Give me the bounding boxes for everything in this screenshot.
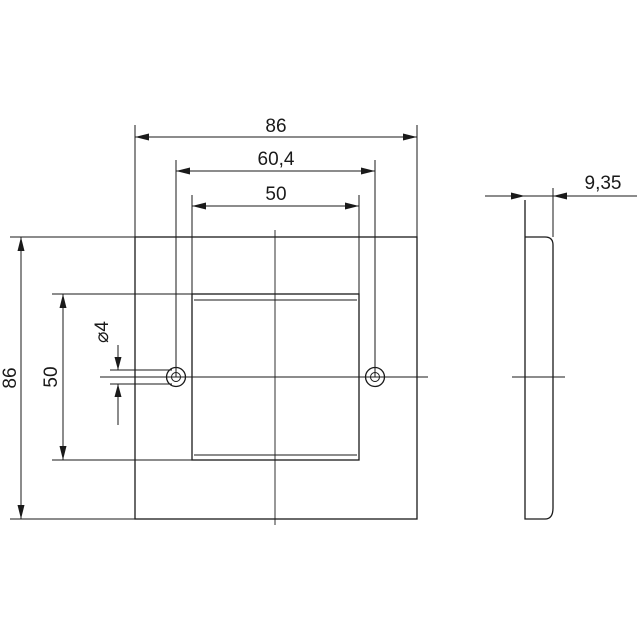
dimension-hole-spacing: 60,4 xyxy=(175,149,376,377)
front-view xyxy=(100,230,428,525)
outer-plate xyxy=(134,236,418,520)
dimension-window-height: 50 xyxy=(41,293,192,461)
label-window-width: 50 xyxy=(265,184,286,205)
dimension-plate-height: 86 xyxy=(0,236,135,520)
side-view xyxy=(512,200,565,520)
label-hole-spacing: 60,4 xyxy=(258,149,295,170)
dimension-hole-diameter: ⌀4 xyxy=(92,321,122,425)
dimension-window-width: 50 xyxy=(191,184,360,294)
label-plate-height: 86 xyxy=(0,367,21,388)
dimension-depth: 9,35 xyxy=(485,173,637,237)
hole-diameter-value: 4 xyxy=(92,321,113,332)
label-depth: 9,35 xyxy=(585,173,622,194)
dimension-plate-width: 86 xyxy=(134,116,418,237)
label-window-height: 50 xyxy=(41,366,62,387)
label-plate-width: 86 xyxy=(265,116,286,137)
diameter-symbol: ⌀ xyxy=(92,332,113,343)
label-hole-diameter: ⌀4 xyxy=(92,321,113,343)
